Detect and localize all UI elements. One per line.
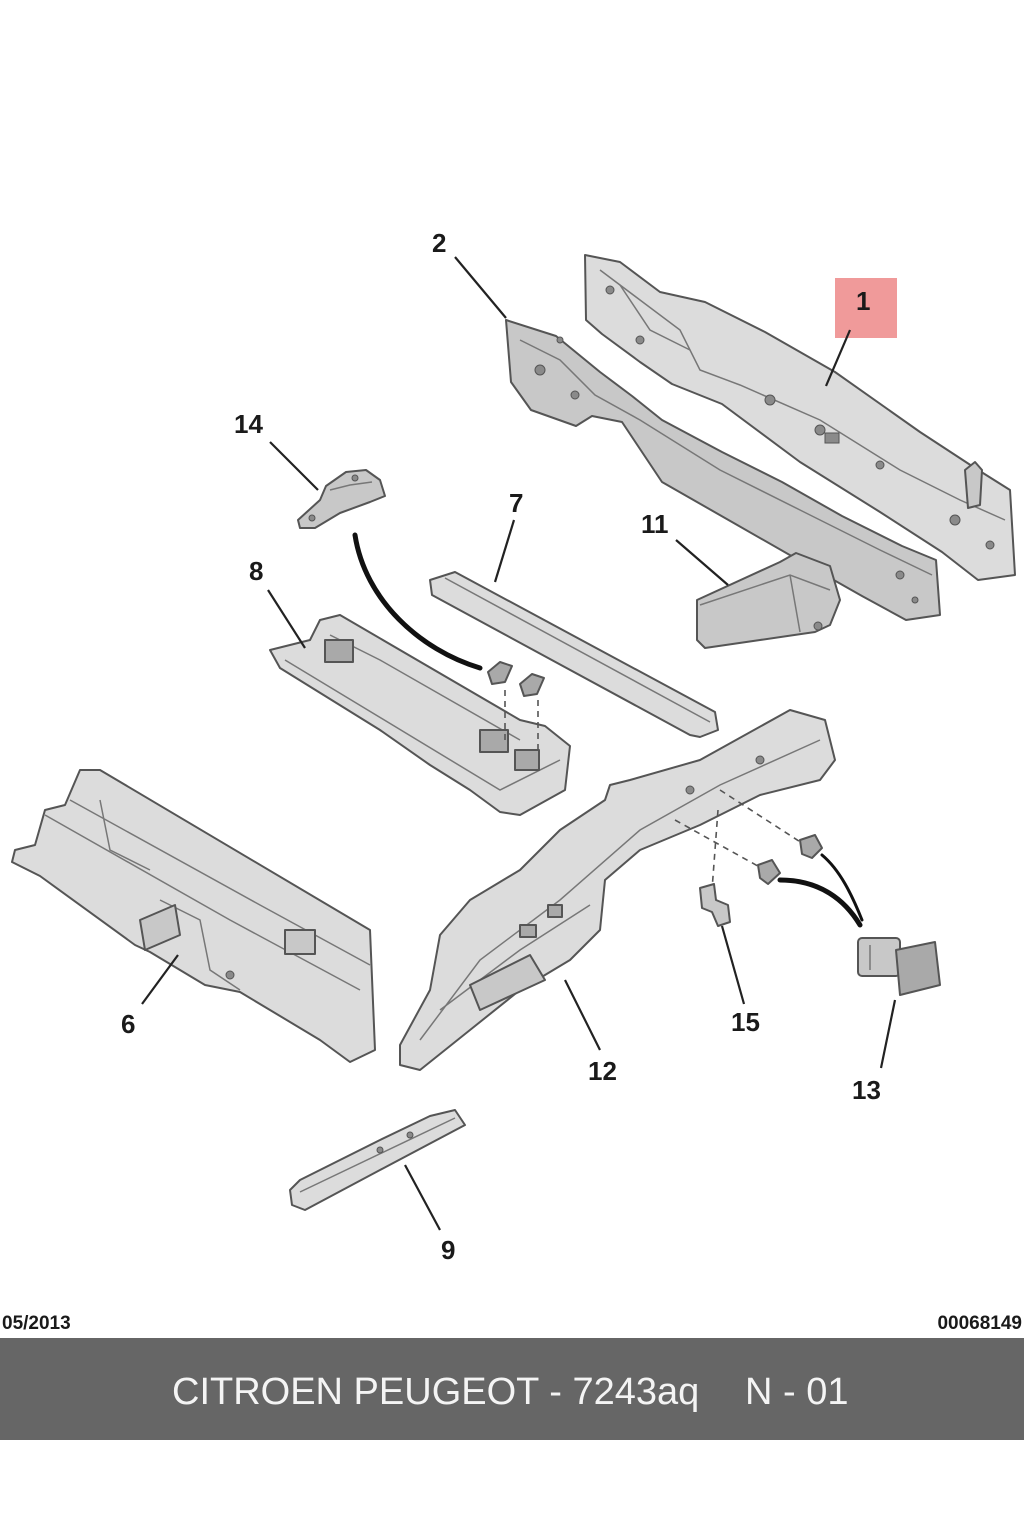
clip-pair	[487, 661, 545, 752]
callout-6: 6	[121, 1009, 135, 1039]
part-7-rail	[429, 571, 719, 738]
callout-14: 14	[234, 409, 263, 439]
assembly-line-1	[719, 789, 806, 846]
assembly-arrow-upper	[352, 532, 483, 671]
part-8-channel	[269, 614, 571, 816]
part-15-clip	[699, 883, 731, 927]
part-6-floor-panel	[11, 769, 376, 1063]
part-2-rail	[505, 319, 941, 621]
part-14-bracket	[297, 469, 386, 529]
leader-line-9	[404, 1164, 441, 1231]
leader-line-8	[267, 589, 306, 649]
assembly-line-2	[674, 819, 766, 871]
leader-line-6	[141, 954, 179, 1005]
assembly-arrow-lower-2	[820, 853, 864, 922]
part-1-rail	[584, 254, 1016, 581]
callout-1: 1	[856, 286, 870, 316]
callout-9: 9	[441, 1235, 455, 1265]
callout-2: 2	[432, 228, 446, 258]
part-11-bracket	[696, 552, 841, 649]
callout-8: 8	[249, 556, 263, 586]
footer-title: CITROEN PEUGEOT - 7243aq	[172, 1371, 699, 1413]
diagram-doc-code: 00068149	[937, 1313, 1022, 1334]
callout-11: 11	[641, 509, 669, 539]
clips-front	[757, 834, 823, 885]
assembly-arrow-lower	[777, 877, 863, 928]
callout-7: 7	[509, 488, 523, 518]
assembly-line-3	[711, 809, 719, 891]
leader-line-11	[675, 539, 729, 586]
leader-line-15	[720, 925, 746, 1005]
footer-bar	[0, 1338, 1024, 1440]
callout-1-highlight	[835, 278, 897, 338]
diagram-date: 05/2013	[2, 1313, 71, 1334]
leader-line-1	[824, 329, 852, 387]
part-9-rail	[289, 1109, 466, 1211]
leader-line-12	[564, 979, 601, 1051]
footer-page: N - 01	[745, 1371, 848, 1413]
part-13-plug	[857, 937, 941, 996]
callout-15: 15	[731, 1007, 760, 1037]
leader-line-7	[493, 519, 516, 583]
part-12-rail	[399, 709, 836, 1071]
leader-line-14	[269, 441, 319, 491]
callout-13: 13	[852, 1075, 881, 1105]
leader-line-13	[879, 999, 897, 1069]
leader-line-2	[454, 256, 507, 319]
callout-12: 12	[588, 1056, 617, 1086]
